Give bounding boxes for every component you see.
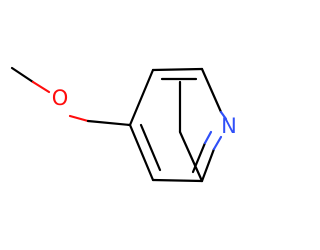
bond-bridge-lower [178,130,204,183]
bond-c-n-double-inner [191,141,207,174]
bond-methyl-o-red [31,80,51,94]
bond-c-n-double-outer [200,147,216,183]
molecule-diagram: O N [10,66,237,183]
oxygen-atom-label: O [52,86,69,110]
bond-lower [151,178,204,183]
bond-upper-double-outer [151,67,204,72]
nitrogen-atom-label: N [221,114,237,138]
structure-canvas: O N [10,66,237,183]
bond-c-lower-left-outer [128,123,155,182]
bond-c-n-double-inner-blue [203,130,213,145]
bond-c-upper-left [128,68,155,127]
bond-o-c [86,119,132,127]
bond-c-n-double-outer-blue [212,135,223,151]
bond-c-lower-left-inner [139,123,162,172]
bond-n-ring-top [219,110,228,121]
bond-o-c-red [68,114,90,123]
bond-bridgehead-top-right [200,67,223,114]
bond-methyl-o [10,66,35,84]
